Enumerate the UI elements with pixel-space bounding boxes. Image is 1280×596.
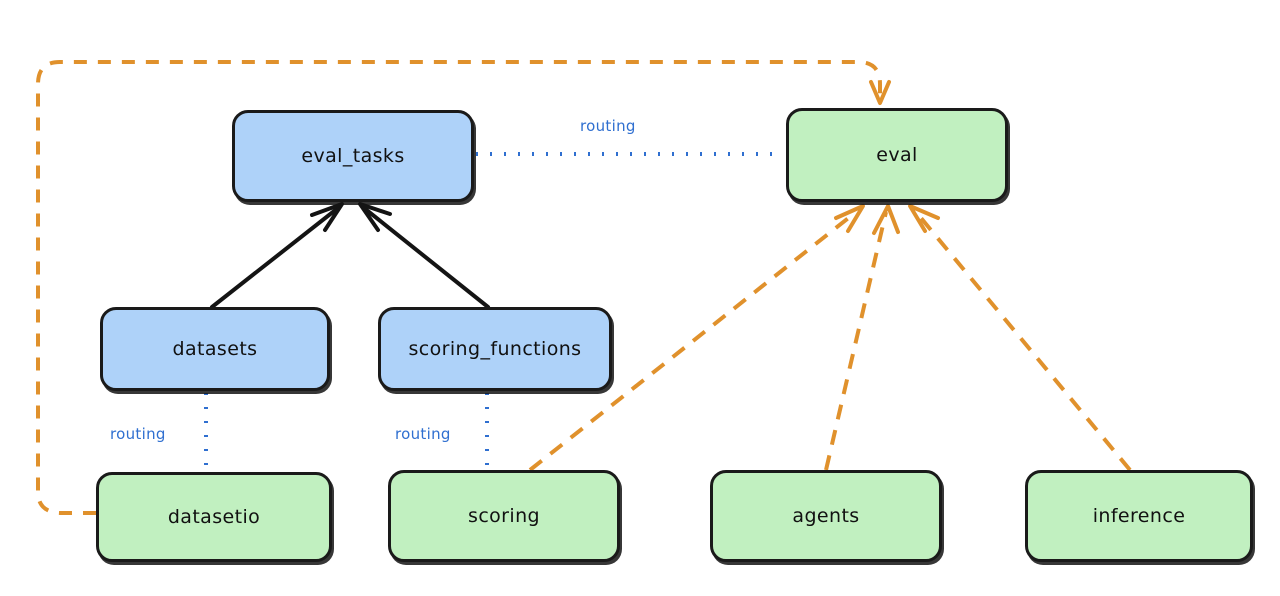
edge-datasets-to-eval_tasks	[210, 206, 340, 309]
arrowhead-agents-to-eval	[872, 204, 900, 235]
node-agents[interactable]: agents	[710, 470, 942, 562]
node-inference[interactable]: inference	[1025, 470, 1253, 562]
node-datasetio[interactable]: datasetio	[96, 472, 332, 562]
edge-agents-to-eval	[824, 211, 888, 471]
node-datasets-label: datasets	[172, 337, 258, 360]
node-eval-tasks[interactable]: eval_tasks	[232, 110, 474, 202]
edge-label-routing-eval-tasks-eval: routing	[580, 117, 636, 135]
node-eval-label: eval	[876, 143, 918, 166]
node-datasetio-label: datasetio	[167, 505, 261, 528]
arrowhead-datasets-to-eval_tasks	[310, 202, 344, 232]
node-eval-tasks-label: eval_tasks	[301, 144, 405, 167]
node-scoring[interactable]: scoring	[388, 470, 620, 562]
edge-label-routing-scoring-functions-scoring: routing	[395, 425, 451, 443]
arrowhead-scoringfn-to-eval_tasks	[358, 202, 392, 232]
edge-label-routing-datasets-datasetio: routing	[110, 425, 166, 443]
node-datasets[interactable]: datasets	[100, 307, 330, 391]
node-scoring-label: scoring	[468, 504, 540, 527]
edge-scoring-to-eval	[528, 210, 858, 472]
edge-datasetio-to-eval	[36, 60, 882, 515]
edge-scoringfn-to-eval_tasks	[362, 206, 490, 309]
node-agents-label: agents	[792, 504, 860, 527]
node-scoring-functions[interactable]: scoring_functions	[378, 307, 612, 391]
arrowhead-inference-to-eval	[908, 204, 940, 233]
edge-inference-to-eval	[914, 210, 1132, 472]
node-eval[interactable]: eval	[786, 108, 1008, 202]
arrowhead-scoring-to-eval	[834, 204, 865, 233]
node-inference-label: inference	[1092, 504, 1186, 527]
node-scoring-functions-label: scoring_functions	[408, 337, 582, 360]
arrowhead-datasetio-to-eval	[869, 80, 891, 105]
